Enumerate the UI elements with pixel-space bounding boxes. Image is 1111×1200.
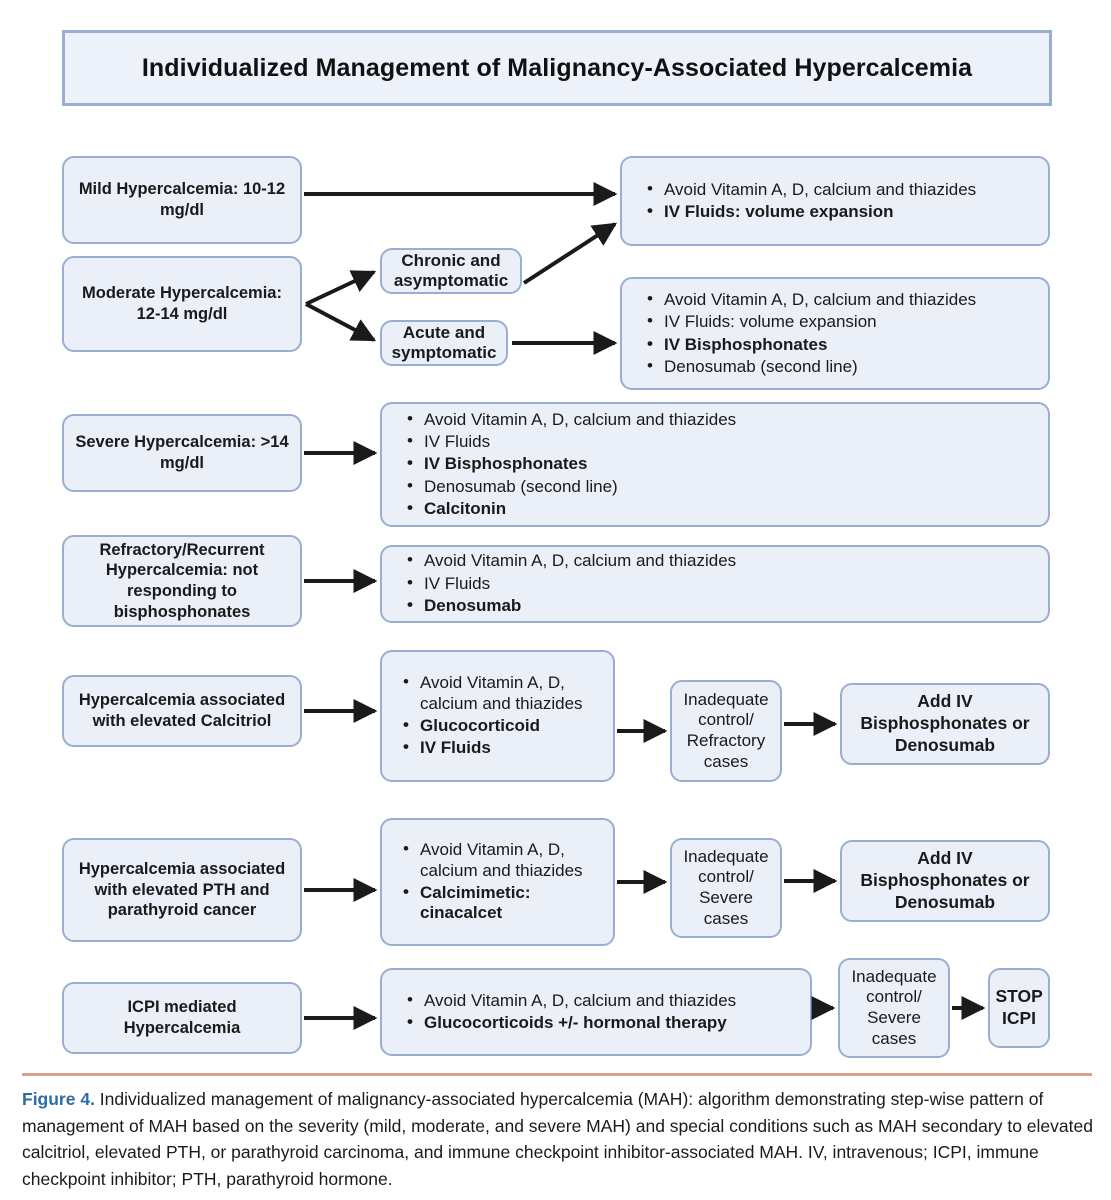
node-moderate-hypercalcemia[interactable]: Moderate Hypercalcemia: 12-14 mg/dl [62,256,302,352]
node-refractory-label: Refractory/Recurrent Hypercalcemia: not … [99,540,265,621]
figure-caption-text: Individualized management of malignancy-… [22,1089,1093,1189]
list-item: Glucocorticoids +/- hormonal therapy [407,1012,800,1034]
node-severe-label: Severe Hypercalcemia: >14 mg/dl [75,433,289,472]
node-inadequate-control-severe-1[interactable]: Inadequate control/ Severe cases [670,838,782,938]
figure-title: Individualized Management of Malignancy-… [141,53,973,82]
treatment-list-severe: Avoid Vitamin A, D, calcium and thiazide… [382,409,1048,521]
treatment-box-moderate-acute[interactable]: Avoid Vitamin A, D, calcium and thiazide… [620,277,1050,390]
caption-divider [22,1073,1092,1076]
list-item: IV Bisphosphonates [407,453,1038,475]
node-add-bisphosphonates-2[interactable]: Add IV Bisphosphonates or Denosumab [840,840,1050,922]
list-item: IV Fluids [403,737,607,759]
node-pth-label: Hypercalcemia associated with elevated P… [78,860,286,920]
list-item: IV Bisphosphonates [647,334,1038,356]
node-chronic-asymptomatic[interactable]: Chronic and asymptomatic [380,248,522,294]
node-icpi-hypercalcemia[interactable]: ICPI mediated Hypercalcemia [62,982,302,1054]
treatment-box-mild[interactable]: Avoid Vitamin A, D, calcium and thiazide… [620,156,1050,246]
list-item: Calcitonin [407,498,1038,520]
node-add-bisphosphonates-1[interactable]: Add IV Bisphosphonates or Denosumab [840,683,1050,765]
list-item: Denosumab (second line) [407,476,1038,498]
node-calcitriol-label: Hypercalcemia associated with elevated C… [78,691,286,730]
list-item: Avoid Vitamin A, D, calcium and thiazide… [407,990,800,1012]
list-item: IV Fluids [407,573,1038,595]
node-inadequate-severe-2-label: Inadequate control/ Severe cases [851,966,937,1048]
treatment-box-refractory[interactable]: Avoid Vitamin A, D, calcium and thiazide… [380,545,1050,623]
node-mild-label: Mild Hypercalcemia: 10-12 mg/dl [78,180,286,219]
list-item: IV Fluids [407,431,1038,453]
treatment-box-pth[interactable]: Avoid Vitamin A, D, calcium and thiazide… [380,818,615,946]
treatment-list-refractory: Avoid Vitamin A, D, calcium and thiazide… [382,550,1048,617]
list-item: IV Fluids: volume expansion [647,311,1038,333]
figure-caption-label: Figure 4. [22,1089,95,1109]
node-icpi-label: ICPI mediated Hypercalcemia [123,998,241,1037]
list-item: Avoid Vitamin A, D, calcium and thiazide… [403,672,607,715]
node-calcitriol-hypercalcemia[interactable]: Hypercalcemia associated with elevated C… [62,675,302,747]
node-acute-symptomatic[interactable]: Acute and symptomatic [380,320,508,366]
figure-title-banner: Individualized Management of Malignancy-… [62,30,1052,106]
figure-caption: Figure 4. Individualized management of m… [22,1086,1094,1192]
node-stop-icpi-label: STOP ICPI [995,986,1043,1028]
treatment-box-icpi[interactable]: Avoid Vitamin A, D, calcium and thiazide… [380,968,812,1056]
node-refractory-hypercalcemia[interactable]: Refractory/Recurrent Hypercalcemia: not … [62,535,302,627]
list-item: Avoid Vitamin A, D, calcium and thiazide… [407,550,1038,572]
arrow-chronic-to-mild-treatment [522,222,618,285]
list-item: IV Fluids: volume expansion [647,201,1038,223]
node-stop-icpi[interactable]: STOP ICPI [988,968,1050,1048]
node-pth-hypercalcemia[interactable]: Hypercalcemia associated with elevated P… [62,838,302,942]
treatment-box-calcitriol[interactable]: Avoid Vitamin A, D, calcium and thiazide… [380,650,615,782]
node-inadequate-refractory-label: Inadequate control/ Refractory cases [683,689,769,771]
list-item: Avoid Vitamin A, D, calcium and thiazide… [647,289,1038,311]
arrow-moderate-to-acute [305,302,377,342]
node-inadequate-control-refractory[interactable]: Inadequate control/ Refractory cases [670,680,782,782]
figure-canvas: Individualized Management of Malignancy-… [0,0,1111,1070]
node-add-bisphosphonates-1-label: Add IV Bisphosphonates or Denosumab [860,691,1030,755]
node-inadequate-severe-1-label: Inadequate control/ Severe cases [683,846,769,928]
node-add-bisphosphonates-2-label: Add IV Bisphosphonates or Denosumab [860,848,1030,912]
treatment-list-moderate-acute: Avoid Vitamin A, D, calcium and thiazide… [622,289,1048,379]
treatment-list-calcitriol: Avoid Vitamin A, D, calcium and thiazide… [382,672,613,760]
list-item: Denosumab [407,595,1038,617]
treatment-list-icpi: Avoid Vitamin A, D, calcium and thiazide… [382,990,810,1035]
node-mild-hypercalcemia[interactable]: Mild Hypercalcemia: 10-12 mg/dl [62,156,302,244]
node-acute-label: Acute and symptomatic [391,322,497,362]
list-item: Glucocorticoid [403,715,607,737]
list-item: Denosumab (second line) [647,356,1038,378]
list-item: Calcimimetic: cinacalcet [403,882,607,925]
arrow-moderate-to-chronic [305,270,377,306]
node-severe-hypercalcemia[interactable]: Severe Hypercalcemia: >14 mg/dl [62,414,302,492]
treatment-list-pth: Avoid Vitamin A, D, calcium and thiazide… [382,839,613,925]
list-item: Avoid Vitamin A, D, calcium and thiazide… [647,179,1038,201]
treatment-box-severe[interactable]: Avoid Vitamin A, D, calcium and thiazide… [380,402,1050,527]
treatment-list-mild: Avoid Vitamin A, D, calcium and thiazide… [622,179,1048,224]
node-inadequate-control-severe-2[interactable]: Inadequate control/ Severe cases [838,958,950,1058]
list-item: Avoid Vitamin A, D, calcium and thiazide… [403,839,607,882]
node-chronic-label: Chronic and asymptomatic [393,250,509,290]
list-item: Avoid Vitamin A, D, calcium and thiazide… [407,409,1038,431]
node-moderate-label: Moderate Hypercalcemia: 12-14 mg/dl [82,284,282,323]
